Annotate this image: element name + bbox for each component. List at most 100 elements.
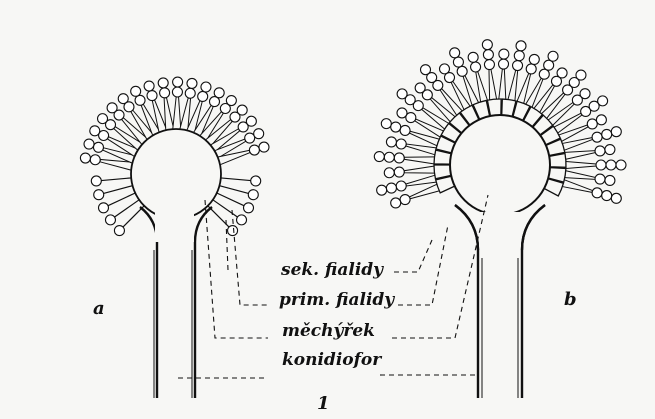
panel-b-conidium (397, 89, 407, 99)
panel-a-conidium (214, 88, 224, 98)
panel-b-secondary-phialide (562, 180, 592, 193)
panel-b-secondary-phialide (508, 70, 518, 100)
panel-b-conidium (468, 52, 478, 62)
panel-a-neck-fill (155, 212, 194, 242)
panel-b-conidium (471, 62, 481, 72)
panel-b-conidium (514, 51, 524, 61)
panel-a-vesicle (131, 129, 221, 219)
panel-a-conidium (246, 116, 256, 126)
panel-a-phialide (101, 178, 131, 181)
panel-b-conidium (529, 54, 539, 64)
panel-b-secondary-phialide (565, 151, 595, 160)
panel-b-conidium (606, 160, 616, 170)
panel-a-conidium (118, 94, 128, 104)
panel-b-secondary-phialide (406, 175, 436, 186)
panel-b-primary-phialide (549, 154, 566, 168)
panel-a-conidium (98, 203, 108, 213)
panel-b-conidium (595, 146, 605, 156)
panel-b-conidium (457, 66, 467, 76)
panel-a-conidium (114, 226, 124, 236)
panel-b-stalk-right-wall (522, 205, 545, 398)
panel-a-conidium (160, 88, 170, 98)
panel-b-secondary-phialide (566, 162, 596, 169)
panel-b-conidium (587, 119, 597, 129)
panel-b-secondary-phialide (499, 69, 506, 99)
label-vesicle: měchýřek (282, 323, 375, 340)
panel-a-conidium (94, 190, 104, 200)
panel-b-neck-fill (480, 212, 520, 252)
panel-b-secondary-phialide (404, 157, 434, 164)
panel-b-conidium (384, 152, 394, 162)
panel-a-conidium (84, 139, 94, 149)
panel-b-conidium (484, 60, 494, 70)
leader-a-prim-fialidy (232, 210, 268, 305)
panel-b-secondary-phialide (476, 72, 488, 102)
panel-b-vesicle (450, 115, 550, 215)
panel-b-conidium (377, 185, 387, 195)
panel-b-conidium (598, 96, 608, 106)
panel-b-conidium (544, 60, 554, 70)
panel-a-conidium (90, 155, 100, 165)
panel-b-conidium (602, 129, 612, 139)
panel-b-secondary-phialide (562, 138, 592, 151)
panel-b-conidium (450, 48, 460, 58)
panel-b-conidiophore-drawing (374, 40, 626, 398)
panel-a-phialide (221, 178, 251, 181)
panel-a-conidium (226, 96, 236, 106)
panel-a-conidium (244, 203, 254, 213)
panel-a-phialide (108, 193, 135, 206)
panel-a-conidium (249, 145, 259, 155)
panel-a-conidium (237, 105, 247, 115)
panel-b-primary-phialide (487, 99, 501, 116)
panel-a-conidium (131, 86, 141, 96)
panel-b-conidium (384, 168, 394, 178)
panel-b-conidium (394, 167, 404, 177)
panel-a-conidium (198, 91, 208, 101)
panel-a-conidium (201, 82, 211, 92)
panel-a-conidium (228, 226, 238, 236)
panel-a-conidium (98, 114, 108, 124)
panel-a-phialide (104, 186, 133, 194)
panel-b-conidium (386, 137, 396, 147)
panel-b-conidium (557, 68, 567, 78)
panel-b-conidium (611, 127, 621, 137)
panel-a-conidium (90, 126, 100, 136)
panel-a-conidium (158, 78, 168, 88)
panel-a-conidium (91, 176, 101, 186)
panel-b-conidium (396, 139, 406, 149)
panel-b-conidium (605, 175, 615, 185)
panel-b-conidium (539, 69, 549, 79)
panel-b-conidium (482, 40, 492, 50)
panel-a-conidium (251, 176, 261, 186)
leader-b-sek-fialidy (394, 240, 432, 272)
leader-b-prim-fialidy (398, 225, 448, 305)
panel-b-conidium (391, 122, 401, 132)
label-conidiophore: konidiofor (282, 352, 381, 369)
panel-a-letter: a (93, 300, 105, 318)
panel-a-conidium (93, 142, 103, 152)
panel-b-conidium (396, 181, 406, 191)
panel-a-stalk-right-wall (195, 207, 212, 398)
panel-b-conidium (400, 125, 410, 135)
panel-b-conidium (400, 195, 410, 205)
panel-b-conidium (499, 49, 509, 59)
panel-a-phialide (173, 97, 181, 129)
panel-b-conidium (580, 89, 590, 99)
panel-b-secondary-phialide (406, 144, 436, 155)
panel-a-conidium (105, 215, 115, 225)
panel-b-conidium (386, 183, 396, 193)
panel-a-conidium (80, 153, 90, 163)
panel-a-conidium (245, 133, 255, 143)
panel-b-conidium (381, 119, 391, 129)
panel-b-conidium (394, 153, 404, 163)
panel-a-conidiophore-drawing (80, 77, 269, 398)
panel-b-conidium (453, 57, 463, 67)
panel-b-secondary-phialide (409, 184, 439, 198)
panel-b-conidium (483, 50, 493, 60)
panel-a-conidium (147, 91, 157, 101)
figure-number: 1 (317, 395, 330, 413)
panel-a-conidium (248, 190, 258, 200)
panel-b-conidium (616, 160, 626, 170)
panel-a-conidium (135, 95, 145, 105)
panel-b-conidium (421, 65, 431, 75)
